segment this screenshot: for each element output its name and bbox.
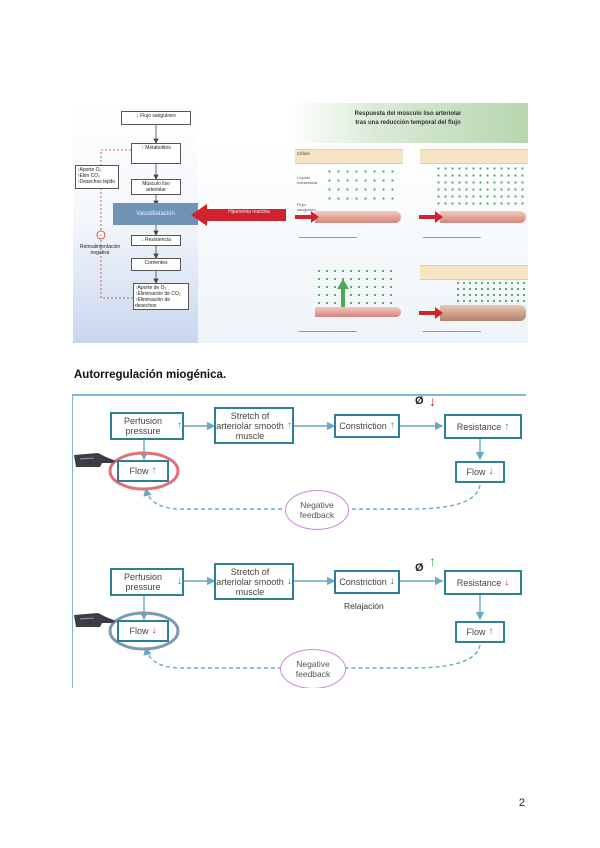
arrow-down-icon: ↓ [488, 466, 494, 477]
resistance-box-top: Resistance↑ [444, 414, 522, 439]
pointing-hand-icon-top [74, 453, 116, 467]
arrow-up-icon: ↑ [389, 420, 395, 431]
section-heading: Autorregulación miogénica. [74, 369, 227, 381]
flowchart-box-metabolites: ↑ Metabolitos [131, 143, 181, 164]
figure-header-band [288, 103, 528, 143]
diagram-connectors [72, 394, 526, 688]
stimulus-arrow [191, 204, 286, 226]
arrow-down-icon: ↓ [504, 576, 510, 588]
perfusion-pressure-label: Perfusion pressure [123, 572, 163, 592]
flow-label: Flow [129, 626, 149, 636]
arrow-up-icon: ↑ [429, 553, 436, 569]
stimulus-label: Hiperemia reactiva [228, 209, 270, 215]
cell-layer-b [420, 149, 528, 164]
arrow-down-icon: ↓ [389, 576, 395, 587]
arrow-down-icon: ↓ [287, 575, 292, 587]
arrow-down-icon: ↓ [177, 576, 182, 587]
phi-symbol-bottom: Ø [415, 562, 424, 574]
flow-label: Flow [466, 467, 486, 477]
arrow-up-icon: ↑ [504, 420, 510, 432]
constriction-label: Constriction [339, 577, 387, 587]
stretch-label: Stretch of arteriolar smooth muscle [216, 566, 284, 597]
side-line-3: ↑Desechos tejido [77, 179, 116, 185]
side-line-1: ↑Aporte O₂ [77, 167, 102, 173]
arrow-up-icon: ↑ [287, 419, 292, 431]
resistance-box-bottom: Resistance↓ [444, 570, 522, 595]
figure-title: Respuesta del músculo liso arteriolar tr… [323, 110, 493, 128]
flowchart-connectors: − [96, 125, 159, 299]
physiology-figure: − ↓ Flujo sanguíneo ↑ Metabolitos Múscul… [73, 103, 528, 343]
supply-line-2: ↑Eliminación de CO₂ [135, 291, 181, 297]
flow-highlight-red [108, 451, 180, 491]
flow-box-top-left: Flow↑ [117, 460, 169, 482]
constriction-box-top: Constriction↑ [334, 414, 400, 438]
perfusion-pressure-box-top: Perfusion pressure ↑ [110, 412, 184, 440]
constriction-label: Constriction [339, 421, 387, 431]
arteriole-c [315, 307, 401, 317]
flow-label: Flujo sanguíneo [297, 202, 316, 212]
arrow-up-icon: ↑ [177, 420, 182, 431]
caption-b: ━━━━━━━━━━━━━━━━━━━━━━━━ [423, 235, 481, 240]
flow-label: Flow [466, 627, 486, 637]
arteriole-d [440, 305, 526, 321]
cell-layer-d [420, 265, 528, 280]
flow-label: Flow [129, 466, 149, 476]
myogenic-autoregulation-diagram: Perfusion pressure ↑ Stretch of arteriola… [72, 393, 526, 688]
perfusion-pressure-box-bottom: Perfusion pressure ↓ [110, 568, 184, 596]
constriction-box-bottom: Constriction↓ [334, 570, 400, 594]
flowchart-box-currents: Corrientes [131, 258, 181, 271]
negative-feedback-oval-top: Negative feedback [285, 490, 349, 530]
negative-feedback-label: Retroalimentación negativa [79, 244, 121, 256]
metabolite-dots-b [435, 165, 525, 205]
flowchart-box-supply: ↑Aporte de O₂ ↑Eliminación de CO₂ ↑Elimi… [133, 283, 189, 310]
green-arrow-c [337, 279, 349, 307]
arrow-up-icon: ↑ [151, 465, 157, 476]
vasodilation-bar: Vasodilatación [113, 203, 198, 225]
flow-arrow-d [419, 307, 443, 319]
flow-box-bottom-left: Flow↓ [117, 620, 169, 642]
caption-c: ━━━━━━━━━━━━━━━━━━━━━━━━ [299, 329, 357, 334]
perfusion-pressure-label: Perfusion pressure [123, 416, 163, 436]
flow-arrow-b [419, 211, 443, 223]
figure-title-line-2: tras una reducción temporal del flujo [355, 120, 461, 126]
resistance-label: Resistance [456, 577, 502, 588]
supply-line-1: ↑Aporte de O₂ [135, 285, 167, 291]
flowchart-box-resistance: ↓ Resistencia [131, 235, 181, 246]
caption-d: ━━━━━━━━━━━━━━━━━━━━━━━━ [423, 329, 481, 334]
svg-text:−: − [99, 233, 103, 239]
flowchart-box-muscle: Músculo liso arteriolar [131, 179, 181, 195]
negative-feedback-oval-bottom: Negative feedback [280, 649, 346, 688]
liquid-label: Líquido extracelular [297, 175, 318, 185]
caption-a: ━━━━━━━━━━━━━━━━━━━━━━━━ [299, 235, 357, 240]
supply-line-3: ↑Eliminación de desechos [135, 297, 171, 309]
arteriole-b [440, 211, 526, 223]
stretch-label: Stretch of arteriolar smooth muscle [216, 410, 284, 441]
stretch-box-bottom: Stretch of arteriolar smooth muscle↓ [214, 563, 294, 600]
resistance-label: Resistance [456, 421, 502, 432]
relaxation-label: Relajación [344, 601, 384, 611]
flowchart-side-box: ↑Aporte O₂ ↑Elim CO₂ ↑Desechos tejido [75, 165, 119, 189]
side-line-2: ↑Elim CO₂ [77, 173, 101, 179]
flowchart-box-flow: ↓ Flujo sanguíneo [121, 111, 191, 125]
arteriole-panels: Célula Líquido extracelular Flujo sanguí… [295, 147, 528, 343]
page-number: 2 [518, 797, 525, 809]
figure-title-line-1: Respuesta del músculo liso arteriolar [354, 111, 462, 117]
flow-box-bottom-right: Flow↑ [455, 621, 505, 643]
metabolic-flowchart: − ↓ Flujo sanguíneo ↑ Metabolitos Múscul… [73, 103, 198, 343]
arteriole-a [315, 211, 401, 223]
phi-symbol-top: Ø [415, 395, 424, 407]
arrow-down-icon: ↓ [429, 393, 436, 409]
arrow-down-icon: ↓ [151, 625, 157, 636]
metabolite-dots-d [455, 280, 525, 305]
pointing-hand-icon-bottom [74, 613, 116, 627]
stretch-box-top: Stretch of arteriolar smooth muscle↑ [214, 407, 294, 444]
flow-arrow-a [295, 211, 319, 223]
flow-box-top-right: Flow↓ [455, 461, 505, 483]
cell-label: Célula [297, 151, 310, 156]
arrow-up-icon: ↑ [488, 626, 494, 637]
flow-highlight-blue [108, 611, 180, 651]
metabolite-dots-c [315, 267, 395, 307]
metabolite-dots-a [325, 167, 395, 202]
cell-layer-a [295, 149, 403, 164]
